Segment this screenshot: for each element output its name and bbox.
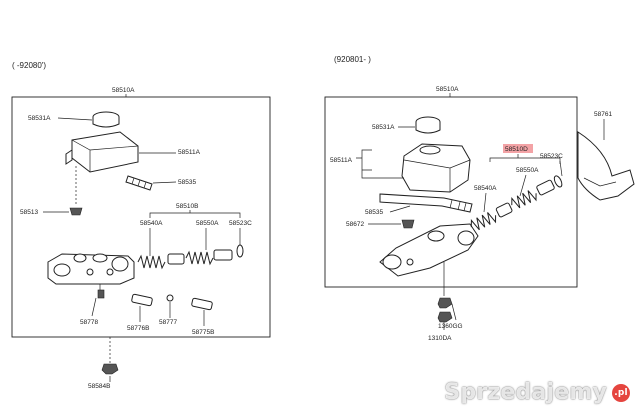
left-label-fitting-2: 58776B xyxy=(127,325,149,332)
right-nut xyxy=(437,311,453,323)
left-label-reservoir: 58511A xyxy=(178,149,201,156)
right-panel-frame xyxy=(324,96,578,288)
right-label-hose: 58535 xyxy=(365,209,383,216)
right-grommet xyxy=(401,219,415,229)
right-spring-b xyxy=(511,190,537,209)
watermark-badge: .pl xyxy=(612,383,630,402)
right-spring-a xyxy=(470,212,497,231)
right-piston-b xyxy=(536,179,555,196)
right-label-grommet: 58672 xyxy=(346,221,364,228)
right-label-spring-a: 58540A xyxy=(474,185,497,192)
left-label-hose: 58535 xyxy=(178,179,196,186)
right-label-main: 58510A xyxy=(436,86,459,93)
left-label-main: 58510A xyxy=(112,87,135,94)
right-cylinder-body xyxy=(379,223,479,277)
right-panel-header: (920801- ) xyxy=(334,55,371,64)
left-label-kit: 58510B xyxy=(176,203,198,210)
left-fitting-3 xyxy=(166,294,174,302)
left-piston-a xyxy=(167,253,185,265)
left-fitting-2 xyxy=(131,293,153,307)
left-reservoir-tank xyxy=(71,131,139,173)
left-grommet xyxy=(69,207,83,216)
right-label-spring-b: 58550A xyxy=(516,167,539,174)
right-reservoir-tank xyxy=(401,143,471,193)
left-label-fitting-3: 58777 xyxy=(159,319,177,326)
left-spring-b xyxy=(185,250,214,266)
watermark-logo: Sprzedajemy .pl xyxy=(444,380,630,405)
right-label-reservoir: 58511A xyxy=(330,157,353,164)
left-piston-b xyxy=(213,249,233,261)
right-hose xyxy=(379,193,473,213)
left-label-nut: 58584B xyxy=(88,383,110,390)
right-piston-a xyxy=(495,202,513,218)
right-label-ring: 58523C xyxy=(540,153,563,160)
left-label-cap: 58531A xyxy=(28,115,51,122)
right-washer xyxy=(437,297,453,309)
right-label-washer: 1360GG xyxy=(438,323,463,330)
right-bracket xyxy=(577,131,635,201)
left-label-fitting-4: 58775B xyxy=(192,329,214,336)
right-kit-highlight xyxy=(503,144,533,153)
left-spring-a xyxy=(137,254,166,270)
right-snap-ring xyxy=(553,175,563,188)
left-snap-ring xyxy=(236,244,244,258)
left-label-spring-b: 58550A xyxy=(196,220,219,227)
left-label-spring-a: 58540A xyxy=(140,220,163,227)
left-label-grommet: 58513 xyxy=(20,209,38,216)
watermark-text: Sprzedajemy xyxy=(444,380,607,405)
left-label-fitting-1: 58778 xyxy=(80,319,98,326)
left-nut xyxy=(101,363,119,375)
right-label-nut: 1310DA xyxy=(428,335,452,342)
right-label-kit: 58510D xyxy=(505,146,528,153)
left-label-ring: 58523C xyxy=(229,220,252,227)
left-panel-header: ( -92080') xyxy=(12,61,46,70)
left-panel-frame xyxy=(11,96,271,338)
right-label-cap: 58531A xyxy=(372,124,395,131)
left-fitting-4 xyxy=(191,297,213,311)
right-label-bracket: 58761 xyxy=(594,111,612,118)
